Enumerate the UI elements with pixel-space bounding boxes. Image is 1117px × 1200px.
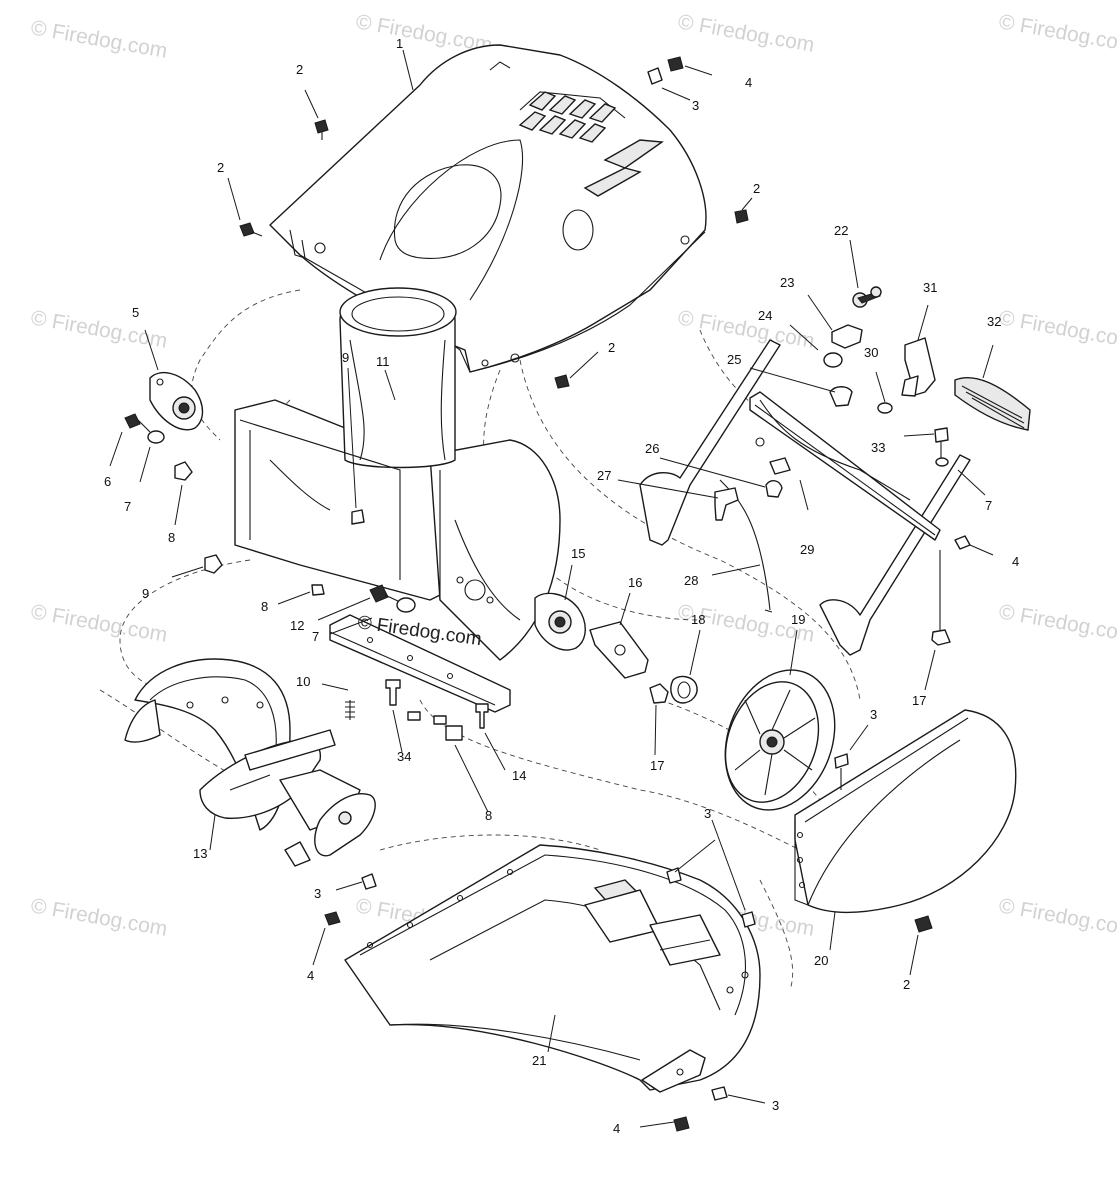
- callout-1: 1: [396, 36, 403, 51]
- callout-3: 3: [772, 1098, 779, 1113]
- callout-17: 17: [650, 758, 664, 773]
- callout-8: 8: [168, 530, 175, 545]
- nut-bushing: [649, 675, 698, 704]
- leader-lines: [109, 49, 994, 1128]
- callout-7: 7: [124, 499, 131, 514]
- callout-29: 29: [800, 542, 814, 557]
- callout-2: 2: [903, 977, 910, 992]
- callout-34: 34: [397, 749, 411, 764]
- bottom-housing: [324, 844, 761, 1132]
- callout-2: 2: [608, 340, 615, 355]
- callout-28: 28: [684, 573, 698, 588]
- callout-30: 30: [864, 345, 878, 360]
- watermark: © Firedog.com: [29, 600, 169, 647]
- callout-31: 31: [923, 280, 937, 295]
- callout-21: 21: [532, 1053, 546, 1068]
- callout-7: 7: [312, 629, 319, 644]
- callout-22: 22: [834, 223, 848, 238]
- callout-2: 2: [296, 62, 303, 77]
- callout-9: 9: [142, 586, 149, 601]
- watermark: © Firedog.com: [997, 600, 1117, 647]
- hardware-top: [239, 56, 749, 389]
- shave-plate: [329, 614, 511, 713]
- callout-2: 2: [217, 160, 224, 175]
- bearing-flange-right: [534, 592, 586, 651]
- watermark: © Firedog.com: [29, 306, 169, 353]
- callout-10: 10: [296, 674, 310, 689]
- watermark: © Firedog.com: [997, 306, 1117, 353]
- bolt-washer-mid: [369, 584, 416, 613]
- callout-4: 4: [1012, 554, 1019, 569]
- top-cover: [269, 44, 707, 373]
- callout-17: 17: [912, 693, 926, 708]
- callout-5: 5: [132, 305, 139, 320]
- callout-12: 12: [290, 618, 304, 633]
- fasteners-lower: [345, 679, 489, 741]
- watermark: © Firedog.com: [997, 10, 1117, 57]
- callout-3: 3: [870, 707, 877, 722]
- wheel: [724, 669, 836, 811]
- handle-frame: [639, 339, 971, 656]
- callout-4: 4: [613, 1121, 620, 1136]
- hardware-left: [124, 413, 365, 596]
- callout-6: 6: [104, 474, 111, 489]
- callout-14: 14: [512, 768, 526, 783]
- callout-19: 19: [791, 612, 805, 627]
- callout-18: 18: [691, 612, 705, 627]
- callout-24: 24: [758, 308, 772, 323]
- callout-3: 3: [314, 886, 321, 901]
- watermark: © Firedog.com: [29, 16, 169, 63]
- callout-33: 33: [871, 440, 885, 455]
- callout-7: 7: [985, 498, 992, 513]
- callout-23: 23: [780, 275, 794, 290]
- control-parts: [714, 286, 1031, 646]
- callout-3: 3: [692, 98, 699, 113]
- callout-labels: 1 2 2 2 2 2 3 3 3 3 3 4 4 4 4 5 6 7 7 7 …: [104, 36, 1019, 1136]
- auger: [124, 658, 376, 867]
- callout-9: 9: [342, 350, 349, 365]
- watermark: © Firedog.com: [997, 894, 1117, 941]
- callout-4: 4: [307, 968, 314, 983]
- callout-4: 4: [745, 75, 752, 90]
- side-panel-right: [794, 709, 1017, 933]
- callout-16: 16: [628, 575, 642, 590]
- callout-2: 2: [753, 181, 760, 196]
- watermark: © Firedog.com: [29, 894, 169, 941]
- callout-32: 32: [987, 314, 1001, 329]
- callout-3: 3: [704, 806, 711, 821]
- callout-8: 8: [261, 599, 268, 614]
- auger-housing: [234, 287, 561, 661]
- callout-20: 20: [814, 953, 828, 968]
- bearing-flange-left: [149, 371, 204, 431]
- watermark: © Firedog.com: [676, 10, 816, 57]
- callout-15: 15: [571, 546, 585, 561]
- callout-13: 13: [193, 846, 207, 861]
- callout-25: 25: [727, 352, 741, 367]
- callout-26: 26: [645, 441, 659, 456]
- side-plate: [589, 621, 649, 679]
- callout-8: 8: [485, 808, 492, 823]
- callout-11: 11: [376, 354, 390, 369]
- callout-27: 27: [597, 468, 611, 483]
